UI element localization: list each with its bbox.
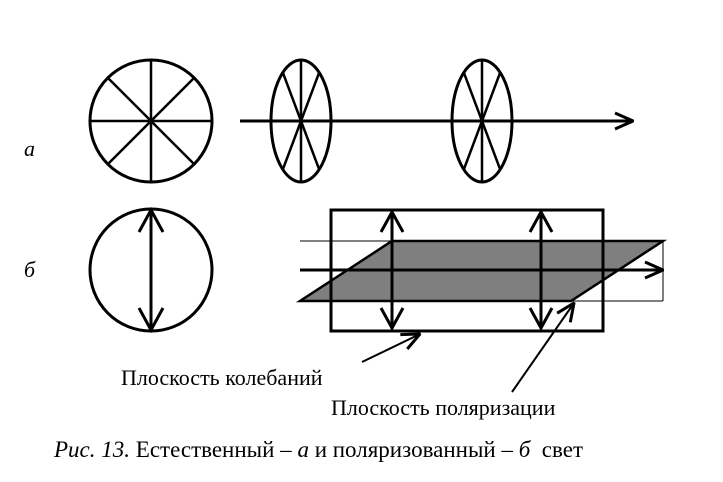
caption-letter-a: а <box>297 437 309 462</box>
natural-light-ellipse-1 <box>269 58 333 184</box>
polarization-plane-pointer <box>511 303 574 393</box>
polarized-light-circle <box>88 206 214 334</box>
row-label-a: а <box>24 136 35 161</box>
polarized-light-row: б Плоскость колебаний Плоскость поляриза… <box>24 206 668 420</box>
vibration-plane-pointer <box>361 334 420 363</box>
caption-figure-number: Рис. 13. <box>53 437 130 462</box>
natural-light-ellipse-2 <box>450 58 514 184</box>
oscillation-arrow-1 <box>379 208 405 332</box>
caption-text-1: Естественный – <box>130 437 297 462</box>
vibration-plane-label: Плоскость колебаний <box>121 365 323 390</box>
oscillation-arrow-2 <box>528 208 554 332</box>
figure-caption: Рис. 13. Естественный – а и поляризованн… <box>53 437 583 462</box>
caption-letter-b: б <box>519 437 532 462</box>
natural-light-row: а <box>24 58 633 184</box>
natural-light-circle <box>88 58 214 184</box>
row-label-b: б <box>24 257 36 282</box>
caption-text-3: свет <box>530 437 583 462</box>
polarization-plane-label: Плоскость поляризации <box>331 395 556 420</box>
caption-text-2: и поляризованный – <box>309 437 519 462</box>
